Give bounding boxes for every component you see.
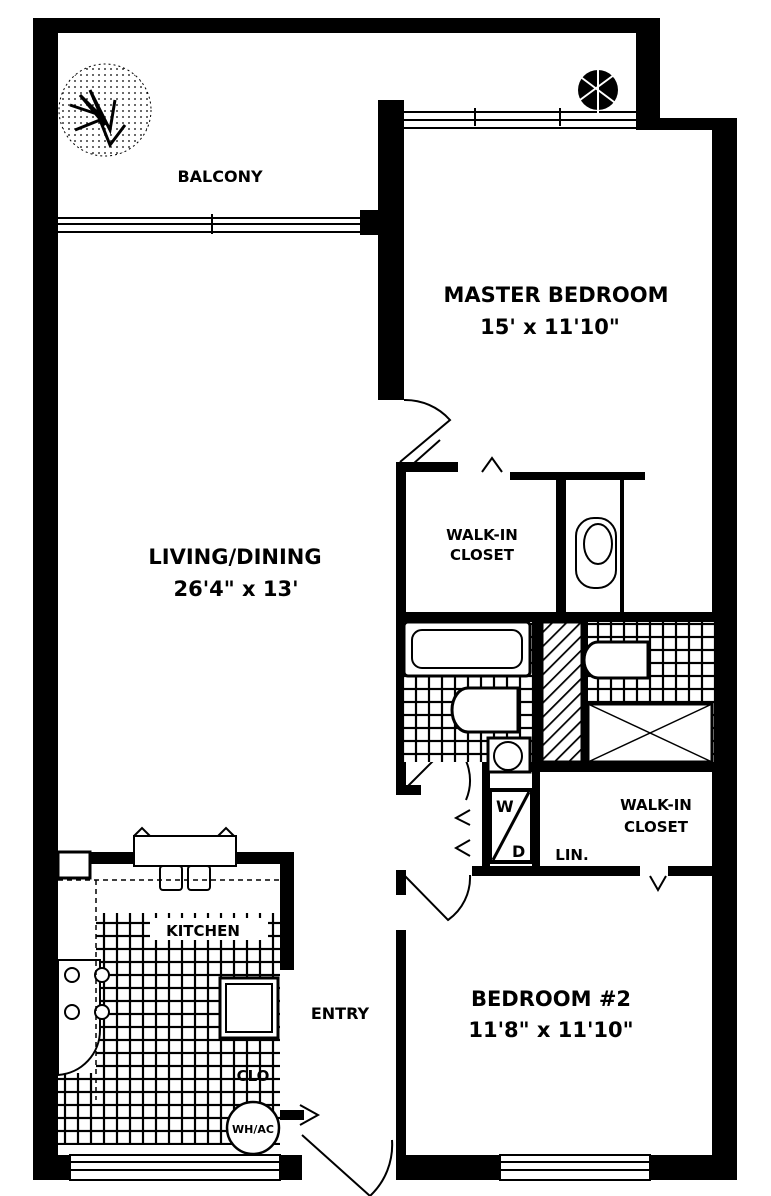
- washer-label: W: [496, 797, 514, 816]
- bedroom-2-window: [499, 1154, 651, 1181]
- washer-dryer: W D: [488, 788, 534, 864]
- dryer-label: D: [512, 842, 525, 861]
- master-bedroom-size: 15' x 11'10": [480, 315, 620, 339]
- interior-walls: [378, 235, 718, 1180]
- entry-label: ENTRY: [311, 1004, 370, 1023]
- bedroom-2-label: BEDROOM #2: [471, 987, 631, 1011]
- balcony-label: BALCONY: [177, 167, 263, 186]
- walk-in-closet-1-label-line1: WALK-IN: [446, 526, 518, 544]
- living-dining-label: LIVING/DINING: [148, 545, 321, 569]
- master-bedroom-label: MASTER BEDROOM: [444, 283, 669, 307]
- door-swings: [299, 398, 667, 1196]
- linen-closet-label: LIN.: [555, 846, 588, 864]
- walk-in-closet-2-label-line1: WALK-IN: [620, 796, 692, 814]
- walk-in-closet-2-label-line2: CLOSET: [624, 818, 689, 836]
- wh-ac-label: WH/AC: [232, 1123, 274, 1136]
- exterior-walls: [33, 18, 737, 1180]
- wh-ac-unit: [225, 1100, 281, 1156]
- bedroom-2-size: 11'8" x 11'10": [468, 1018, 633, 1042]
- plant-left-icon: [58, 63, 152, 157]
- living-dining-size: 26'4" x 13': [173, 577, 298, 601]
- walk-in-closet-1-label-line2: CLOSET: [450, 546, 515, 564]
- kitchen-label: KITCHEN: [166, 922, 240, 940]
- plant-right-icon: [577, 66, 619, 114]
- balcony-walls: [58, 100, 712, 235]
- closet-label: CLO: [237, 1067, 270, 1085]
- master-bath: [402, 517, 714, 774]
